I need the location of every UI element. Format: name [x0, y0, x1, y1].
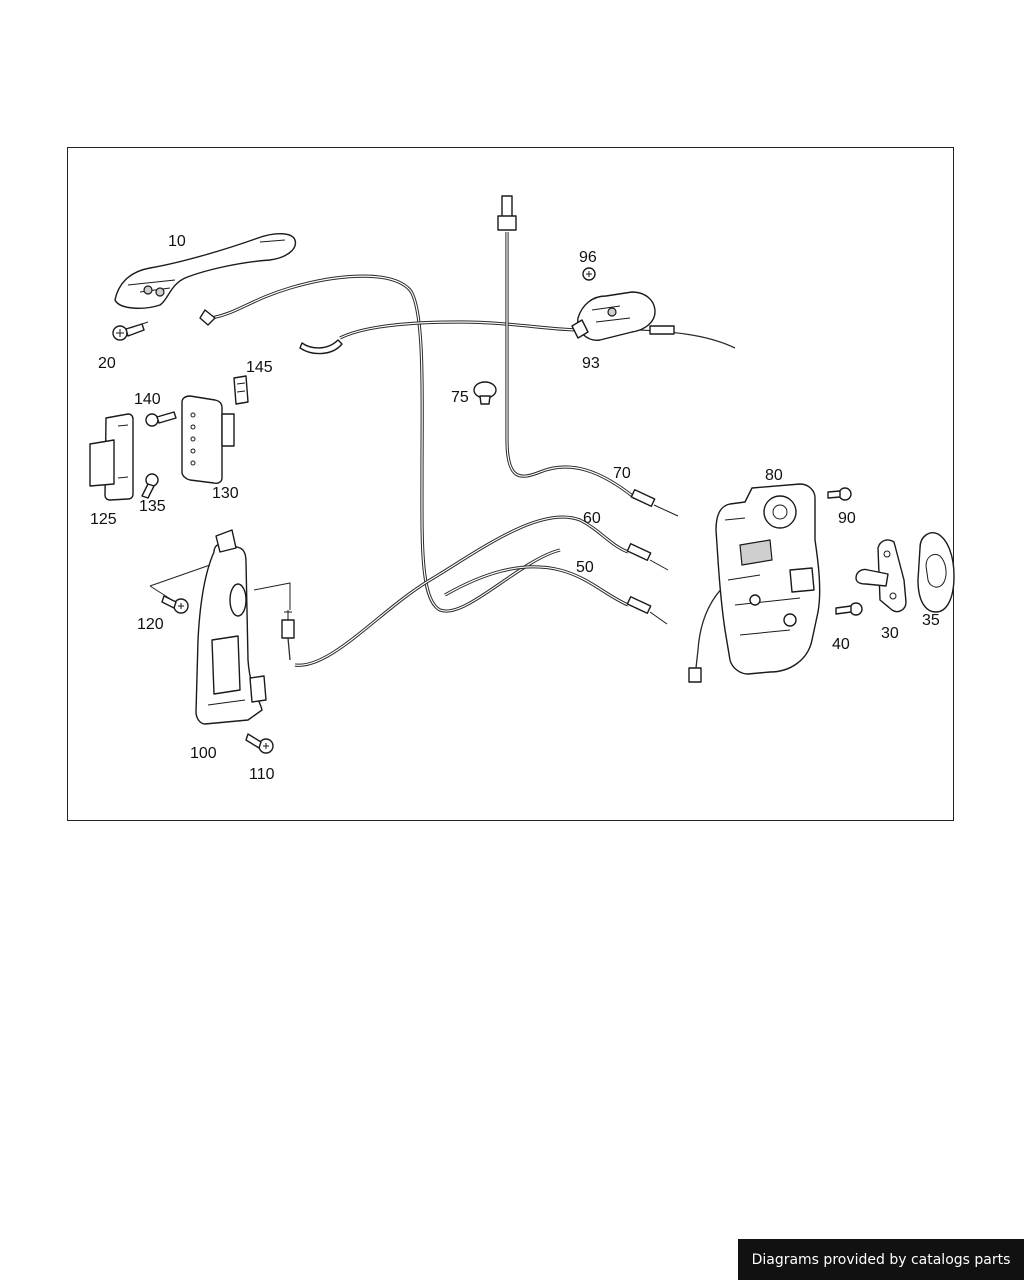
screw-135: [141, 473, 159, 499]
lever-bracket-93: [571, 291, 656, 341]
callout-60: 60: [583, 510, 601, 527]
callout-80: 80: [765, 467, 783, 484]
callout-140: 140: [134, 391, 161, 408]
callout-100: 100: [190, 745, 217, 762]
callout-30: 30: [881, 625, 899, 642]
screw-120: [161, 595, 189, 614]
callout-20: 20: [98, 355, 116, 372]
screw-110: [245, 733, 274, 754]
plate-35: [917, 532, 955, 613]
callout-75: 75: [451, 389, 469, 406]
cover-125: [89, 413, 134, 501]
diagram-frame: [67, 147, 954, 821]
cable-end-100: [281, 610, 295, 661]
screw-90: [827, 487, 852, 501]
callout-120: 120: [137, 616, 164, 633]
footer-credit-banner: Diagrams provided by catalogs parts: [738, 1239, 1024, 1280]
screw-96: [582, 267, 596, 281]
screw-40: [835, 602, 863, 616]
striker-30: [855, 539, 907, 613]
door-lock-80: [715, 483, 821, 675]
callout-145: 145: [246, 359, 273, 376]
screw-20: [112, 323, 145, 341]
callout-130: 130: [212, 485, 239, 502]
clip-145: [233, 375, 249, 405]
callout-70: 70: [613, 465, 631, 482]
callout-labels: 10 20 145 140 130 125 135 96 93 75 70 60…: [90, 233, 940, 783]
leader-lines: [129, 321, 291, 610]
callout-35: 35: [922, 612, 940, 629]
callout-135: 135: [139, 498, 166, 515]
callout-50: 50: [576, 559, 594, 576]
outer-door-handle-10: [114, 233, 297, 326]
cable-hook: [299, 339, 343, 355]
inner-handle-housing-100: [195, 529, 267, 725]
screw-140: [145, 411, 177, 427]
callout-40: 40: [832, 636, 850, 653]
cable-ends: [497, 195, 702, 683]
callout-110: 110: [249, 766, 275, 783]
footer-credit-text: Diagrams provided by catalogs parts: [751, 1251, 1011, 1268]
module-130: [181, 395, 235, 484]
callout-93: 93: [582, 355, 600, 372]
callout-125: 125: [90, 511, 117, 528]
callout-90: 90: [838, 510, 856, 527]
callout-96: 96: [579, 249, 597, 266]
callout-10: 10: [168, 233, 186, 250]
plug-75: [473, 381, 497, 405]
